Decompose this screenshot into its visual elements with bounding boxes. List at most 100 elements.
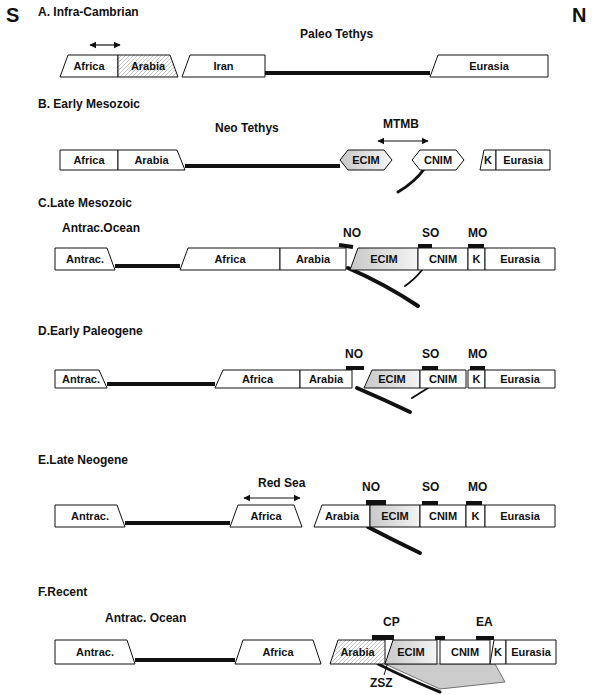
block-name: Africa [250, 511, 281, 522]
plate-block: Antrac. [55, 505, 125, 527]
plate-block: Antrac. [55, 370, 107, 388]
block-name: Eurasia [500, 511, 540, 522]
plate-block: Eurasia [430, 55, 548, 77]
map-label: SO [422, 227, 439, 241]
block-name: ECIM [397, 647, 425, 658]
block-shape [180, 248, 280, 270]
plate-block: Antrac. [55, 248, 115, 270]
map-label: CP [383, 616, 400, 630]
block-shape [485, 505, 555, 527]
block-name: CNIM [429, 511, 457, 522]
block-name: Antrac. [62, 374, 100, 385]
plate-block: Iran [182, 55, 265, 77]
block-shape [118, 150, 185, 170]
plate-block: Eurasia [485, 370, 555, 388]
block-shape [496, 150, 550, 170]
plate-block: Africa [180, 248, 280, 270]
block-shape [55, 640, 135, 664]
motion-arrow [90, 45, 428, 498]
block-shape [300, 370, 352, 388]
plate-block: Africa [60, 150, 118, 170]
plate-block: K [466, 505, 485, 527]
block-shape [60, 55, 118, 77]
plate-block: Antrac. [55, 640, 135, 664]
plate-block: Africa [60, 55, 118, 77]
plate-block: ECIM [385, 640, 437, 664]
plate-block: ECIM [364, 370, 420, 388]
ocean-crust-line [185, 164, 340, 168]
map-label: Neo Tethys [215, 122, 279, 136]
block-name: K [473, 374, 481, 385]
ocean-crust-line [107, 382, 215, 386]
map-label: S [6, 4, 19, 27]
plate-block: CNIM [440, 640, 490, 664]
plate-block: ECIM [350, 248, 418, 270]
plate-block: K [468, 370, 485, 388]
block-shape [55, 505, 125, 527]
map-label: Paleo Tethys [300, 28, 373, 42]
plate-block: Eurasia [485, 248, 555, 270]
plate-block: Eurasia [506, 640, 556, 664]
map-label: MO [468, 348, 487, 362]
block-shape [118, 55, 178, 77]
ocean-crust-line [135, 658, 235, 662]
plate-block: CNIM [420, 505, 466, 527]
block-name: Iran [213, 61, 233, 72]
block-name: K [473, 254, 481, 265]
map-label: EA [476, 616, 493, 630]
plate-block: K [490, 640, 506, 664]
plate-block: Arabia [330, 640, 385, 664]
block-name: K [472, 511, 480, 522]
block-shape [340, 150, 392, 170]
subducting-slab [348, 168, 440, 692]
block-shape [364, 370, 420, 388]
block-shape [55, 370, 107, 388]
block-name: CNIM [424, 155, 452, 166]
block-shape [418, 248, 468, 270]
map-label: MO [468, 481, 487, 495]
block-shape [440, 640, 490, 664]
block-name: Africa [214, 254, 245, 265]
plate-block: Eurasia [485, 505, 555, 527]
map-label: Red Sea [258, 477, 305, 491]
plate-block: Arabia [118, 150, 185, 170]
plate-block: Arabia [314, 505, 370, 527]
map-label: F.Recent [38, 586, 87, 600]
plate-block: Africa [235, 640, 321, 664]
plate-block: CNIM [420, 370, 466, 388]
suture-bar [339, 244, 494, 640]
ocean-crust-line [265, 71, 430, 75]
block-name: Arabia [296, 254, 330, 265]
block-shape [370, 505, 420, 527]
block-shape [280, 248, 346, 270]
block-name: K [484, 155, 492, 166]
block-name: ECIM [378, 374, 406, 385]
plate-block: K [468, 248, 485, 270]
map-label: Antrac. Ocean [105, 612, 186, 626]
map-label: E.Late Neogene [38, 454, 128, 468]
block-name: Antrac. [71, 511, 109, 522]
block-name: Eurasia [503, 155, 543, 166]
block-shape [230, 505, 302, 527]
map-label: C.Late Mesozoic [38, 197, 132, 211]
block-name: ECIM [370, 254, 398, 265]
map-label: D.Early Paleogene [38, 325, 143, 339]
block-name: Eurasia [469, 61, 509, 72]
block-name: CNIM [429, 374, 457, 385]
block-shape [506, 640, 556, 664]
plate-block: Africa [230, 505, 302, 527]
block-shape [466, 505, 485, 527]
block-shape [55, 248, 115, 270]
block-name: Eurasia [500, 254, 540, 265]
plate-block: Arabia [280, 248, 346, 270]
block-name: Africa [73, 61, 104, 72]
block-shape [468, 248, 485, 270]
map-label: ZSZ [370, 677, 393, 691]
plate-block: ECIM [340, 150, 392, 170]
map-label: MO [468, 227, 487, 241]
block-shape [182, 55, 265, 77]
block-name: Antrac. [66, 254, 104, 265]
block-shape [60, 150, 118, 170]
map-label: NO [362, 481, 380, 495]
block-shape [235, 640, 321, 664]
